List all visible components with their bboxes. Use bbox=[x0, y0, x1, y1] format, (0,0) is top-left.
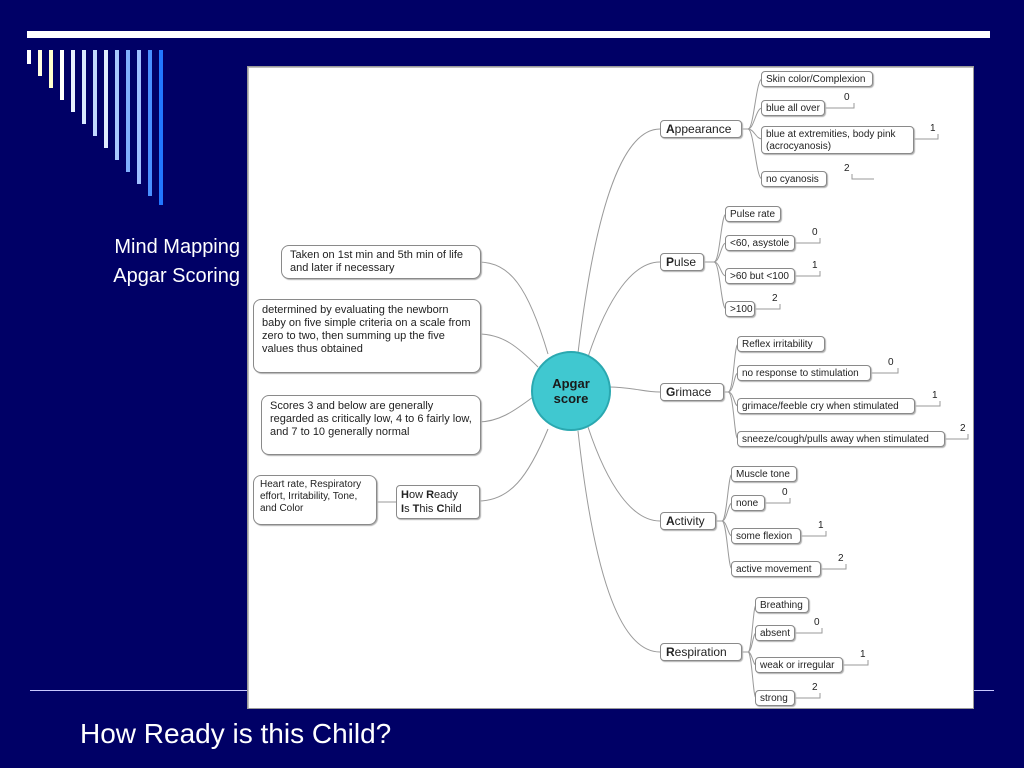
decor-bar bbox=[82, 50, 86, 124]
leaf-pulse-rate: Pulse rate bbox=[725, 206, 781, 222]
score-2: 2 bbox=[960, 423, 966, 434]
leaf-grimace-feeble-cry: grimace/feeble cry when stimulated bbox=[737, 398, 915, 414]
center-node-label: Apgar score bbox=[552, 376, 590, 406]
how-ready-line2: Is This Child bbox=[401, 503, 462, 515]
score-0: 0 bbox=[888, 357, 894, 368]
top-rule bbox=[27, 31, 990, 38]
decor-bar bbox=[27, 50, 31, 64]
note-timing-text: Taken on 1st min and 5th min of life and… bbox=[290, 249, 464, 274]
note-interpretation: Scores 3 and below are generally regarde… bbox=[261, 395, 481, 455]
leaf-muscle-tone: Muscle tone bbox=[731, 466, 797, 482]
note-criteria: Heart rate, Respiratory effort, Irritabi… bbox=[253, 475, 377, 525]
leaf-pulse-below-60: <60, asystole bbox=[725, 235, 795, 251]
leaf-absent: absent bbox=[755, 625, 795, 641]
center-node-apgar-score: Apgar score bbox=[531, 351, 611, 431]
decor-bar bbox=[137, 50, 141, 184]
node-how-ready: How Ready Is This Child bbox=[396, 485, 480, 519]
leaf-weak-or-irregular: weak or irregular bbox=[755, 657, 843, 673]
leaf-no-cyanosis: no cyanosis bbox=[761, 171, 827, 187]
score-2: 2 bbox=[838, 553, 844, 564]
decor-bar bbox=[38, 50, 42, 76]
leaf-skin-color: Skin color/Complexion bbox=[761, 71, 873, 87]
score-2: 2 bbox=[812, 682, 818, 693]
connector-lines bbox=[373, 78, 969, 699]
side-title-line1: Mind Mapping bbox=[114, 236, 240, 258]
score-2: 2 bbox=[772, 293, 778, 304]
note-criteria-text: Heart rate, Respiratory effort, Irritabi… bbox=[260, 479, 362, 514]
category-activity: Activity bbox=[660, 512, 716, 530]
category-grimace: Grimace bbox=[660, 383, 724, 401]
score-0: 0 bbox=[812, 227, 818, 238]
note-method-text: determined by evaluating the newborn bab… bbox=[262, 304, 471, 355]
score-1: 1 bbox=[860, 649, 866, 660]
category-appearance: Appearance bbox=[660, 120, 742, 138]
score-0: 0 bbox=[844, 92, 850, 103]
decor-bar bbox=[148, 50, 152, 196]
decor-bar bbox=[71, 50, 75, 112]
decor-bar bbox=[93, 50, 97, 136]
leaf-acrocyanosis-line1: blue at extremities, body pink bbox=[766, 129, 896, 140]
leaf-breathing: Breathing bbox=[755, 597, 809, 613]
decor-bar bbox=[60, 50, 64, 100]
score-1: 1 bbox=[930, 123, 936, 134]
leaf-acrocyanosis: blue at extremities, body pink (acrocyan… bbox=[761, 126, 914, 154]
leaf-pulse-60-100: >60 but <100 bbox=[725, 268, 795, 284]
score-0: 0 bbox=[814, 617, 820, 628]
note-method: determined by evaluating the newborn bab… bbox=[253, 299, 481, 373]
mind-map: Apgar score Taken on 1st min and 5th min… bbox=[247, 66, 974, 709]
side-title: Mind Mapping Apgar Scoring bbox=[60, 233, 240, 291]
score-0: 0 bbox=[782, 487, 788, 498]
decor-bar bbox=[104, 50, 108, 148]
leaf-acrocyanosis-line2: (acrocyanosis) bbox=[766, 141, 832, 152]
note-interpretation-text: Scores 3 and below are generally regarde… bbox=[270, 400, 472, 438]
score-2: 2 bbox=[844, 163, 850, 174]
note-timing: Taken on 1st min and 5th min of life and… bbox=[281, 245, 481, 279]
how-ready-line1: How Ready bbox=[401, 489, 458, 501]
decor-bar bbox=[49, 50, 53, 88]
decor-bar bbox=[126, 50, 130, 172]
leaf-no-response: no response to stimulation bbox=[737, 365, 871, 381]
score-1: 1 bbox=[932, 390, 938, 401]
category-pulse: Pulse bbox=[660, 253, 704, 271]
leaf-none: none bbox=[731, 495, 765, 511]
leaf-blue-all-over: blue all over bbox=[761, 100, 825, 116]
leaf-pulse-above-100: >100 bbox=[725, 301, 755, 317]
leaf-some-flexion: some flexion bbox=[731, 528, 801, 544]
decor-bar bbox=[115, 50, 119, 160]
score-1: 1 bbox=[812, 260, 818, 271]
slide-title: How Ready is this Child? bbox=[80, 718, 392, 749]
leaf-strong: strong bbox=[755, 690, 795, 706]
category-respiration: Respiration bbox=[660, 643, 742, 661]
score-1: 1 bbox=[818, 520, 824, 531]
leaf-reflex-irritability: Reflex irritability bbox=[737, 336, 825, 352]
leaf-sneeze-cough: sneeze/cough/pulls away when stimulated bbox=[737, 431, 945, 447]
side-title-line2: Apgar Scoring bbox=[113, 265, 240, 287]
decor-bar bbox=[159, 50, 163, 205]
leaf-active-movement: active movement bbox=[731, 561, 821, 577]
